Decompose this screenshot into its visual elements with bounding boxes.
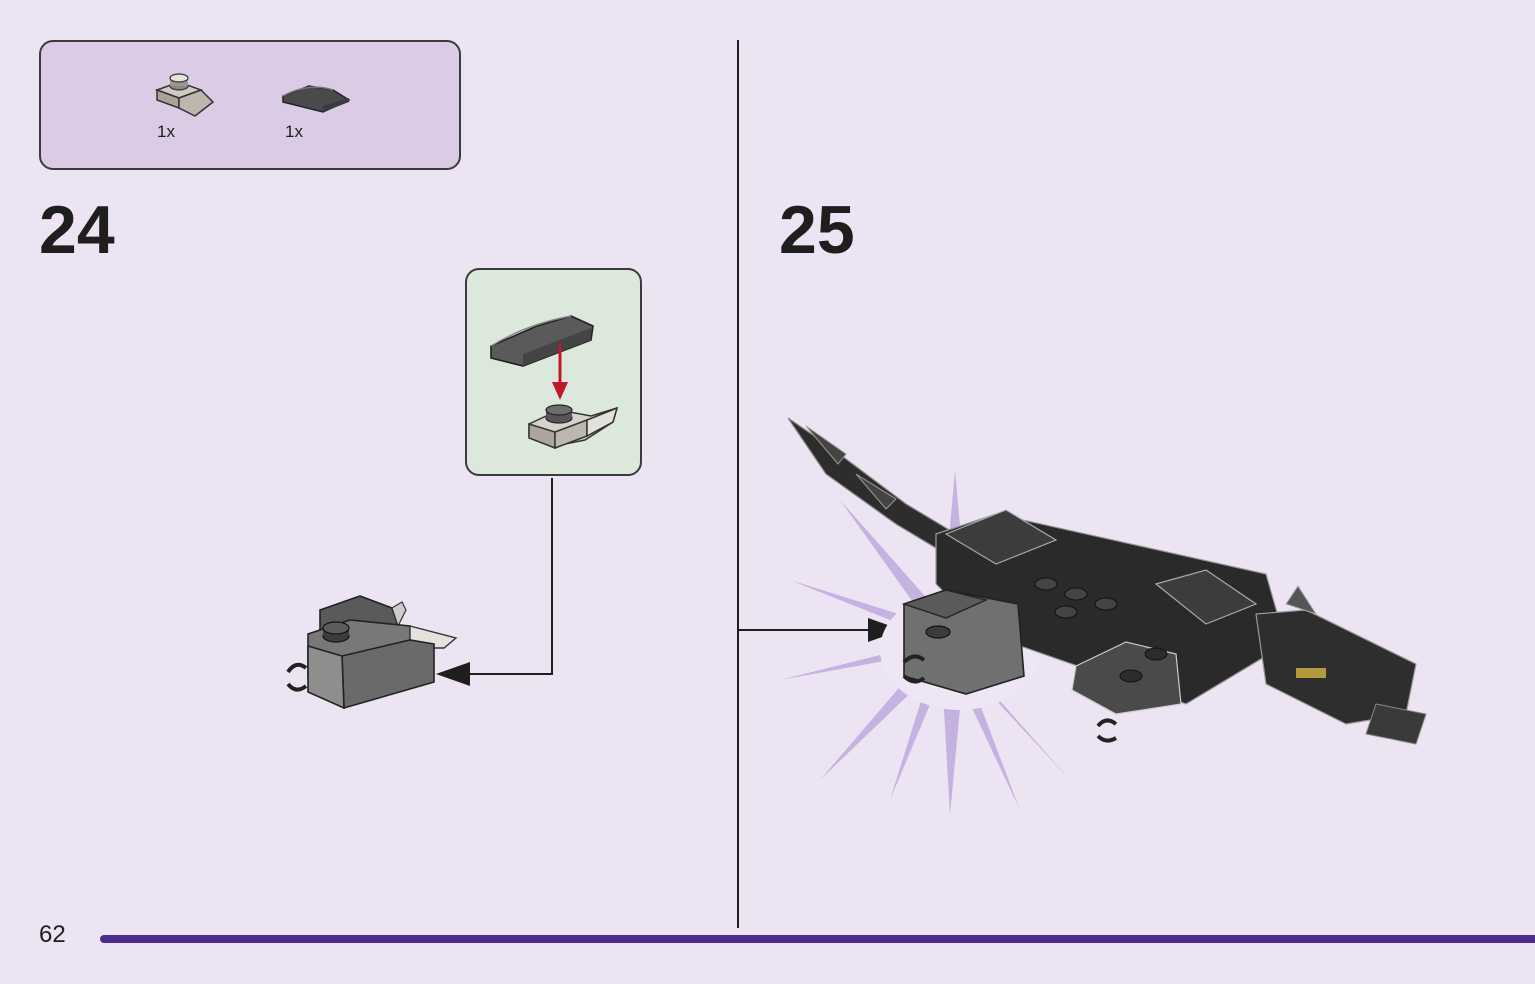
subassembly-box [465, 268, 642, 476]
step-number-25: 25 [779, 192, 855, 268]
step-24-head-model [286, 595, 458, 710]
step-number-24: 24 [39, 192, 115, 268]
curved-slope-icon [282, 85, 351, 113]
step-divider [737, 40, 739, 928]
part-round-plate: 1x [151, 68, 241, 158]
page-number: 62 [39, 921, 66, 948]
part-quantity: 1x [285, 122, 303, 141]
step-25-dragon-model [787, 417, 1427, 745]
part-curved-slope: 1x [279, 68, 369, 158]
part-quantity: 1x [157, 122, 175, 141]
footer-accent-bar [100, 935, 1535, 943]
round-plate-nose-icon [154, 73, 215, 117]
subassembly-illustration [490, 315, 619, 450]
parts-list-box: 1x 1x [39, 40, 461, 170]
